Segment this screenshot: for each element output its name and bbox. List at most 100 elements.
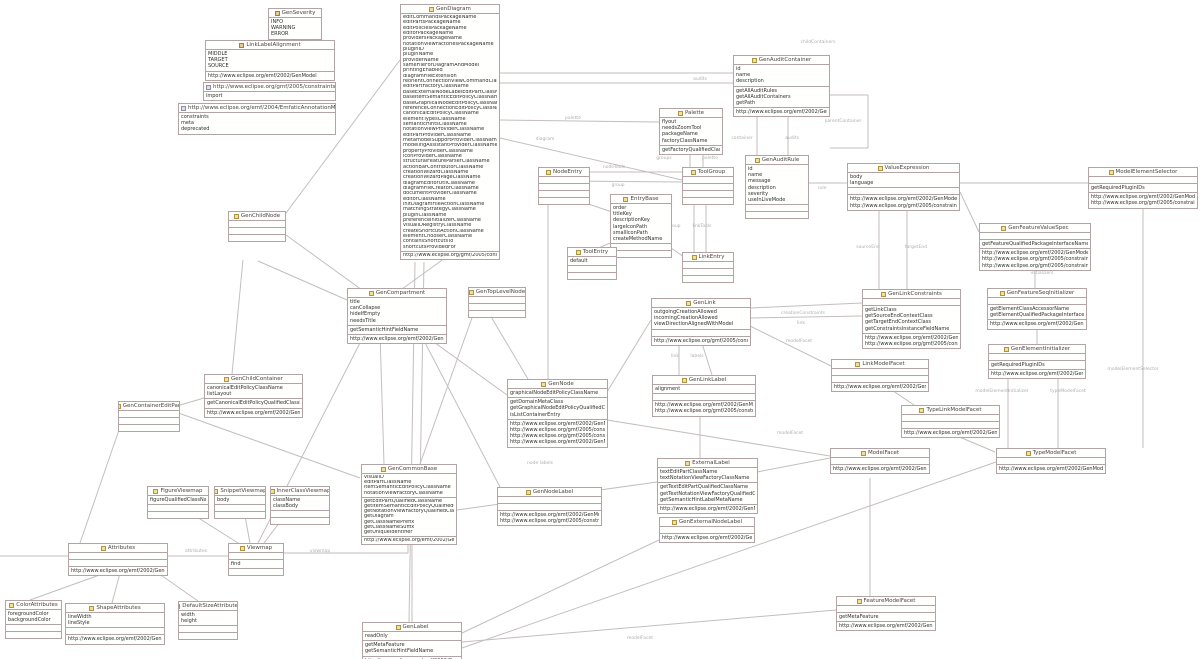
annotation-url-row: http://www.eclipse.org/emf/2002/GenModel: [982, 250, 1088, 257]
compartment: http://www.eclipse.org/emf/2002/GenModel…: [848, 195, 959, 209]
compartment: [148, 505, 208, 513]
edge-label: targetEnd: [904, 245, 928, 250]
member-row: modelingAssistantProviderClassName: [403, 143, 497, 149]
class-box-genTopLevelNode[interactable]: GenTopLevelNode: [468, 287, 526, 318]
compartment: getRequiredPluginIDs: [989, 361, 1085, 371]
class-title-bar: FigureViewmap: [148, 487, 208, 496]
edge-label: viewmap: [309, 549, 331, 554]
association-edge: [257, 260, 348, 301]
association-edge: [169, 409, 361, 479]
member-row: backgroundColor: [8, 617, 51, 624]
class-box-nodeEntry[interactable]: NodeEntry: [538, 167, 590, 205]
member-row: editorPackageName: [403, 31, 454, 37]
class-box-emfaticAnnotationMap[interactable]: http://www.eclipse.org/emf/2004/EmfaticA…: [178, 103, 336, 135]
class-box-modelFacet[interactable]: ModelFacet http://www.eclipse.org/emf/200…: [830, 448, 930, 475]
compartment: [683, 269, 733, 276]
class-box-constraintsAnnotation[interactable]: http://www.eclipse.org/gmf/2005/constrai…: [203, 82, 336, 102]
member-row: find: [231, 561, 241, 567]
member-row: packageName: [662, 131, 698, 138]
edge-label: childContainers: [800, 40, 836, 45]
member-row: initDiagramFileActionClassName: [403, 202, 485, 208]
member-row: name: [748, 172, 763, 179]
annotation-url-row: http://www.eclipse.org/emf/2002/GenModel: [736, 109, 827, 116]
class-title-bar: ValueExpression: [848, 164, 959, 173]
class-title-bar: GenContainerEditPart: [119, 402, 179, 411]
member-row: name: [736, 72, 751, 79]
member-row: height: [181, 618, 197, 625]
member-row: editPartFactoryClassName: [403, 84, 469, 90]
class-title-bar: InnerClassViewmap: [271, 487, 329, 496]
compartment: http://www.eclipse.org/emf/2002/GenModel…: [863, 334, 960, 348]
member-row: meta: [181, 120, 194, 127]
class-title-bar: ModelFacet: [831, 449, 929, 458]
compartment: http://www.eclipse.org/emf/2002/GenModel: [989, 370, 1085, 378]
compartment: http://www.eclipse.org/emf/2002/GenModel: [832, 383, 928, 391]
class-box-genChildNode[interactable]: GenChildNode: [228, 211, 286, 242]
member-row: outgoingCreationAllowed: [654, 309, 717, 315]
annotation-url-row: http://www.eclipse.org/emf/2002/GenModel: [364, 538, 454, 544]
class-title-bar: Palette: [660, 109, 722, 118]
compartment: getRequiredPluginIDs: [1089, 184, 1197, 194]
member-row: smallIconPath: [613, 229, 648, 236]
class-box-figureViewmap[interactable]: FigureViewmapfigureQualifiedClassName: [147, 486, 209, 520]
class-title-bar: http://www.eclipse.org/emf/2004/EmfaticA…: [179, 104, 335, 113]
member-row: reorientConnectionViewCommandClassName: [403, 79, 497, 85]
annotation-url-row: http://www.eclipse.org/gmf/2005/constrai…: [403, 253, 497, 259]
compartment: default: [568, 257, 616, 267]
annotation-url-row: http://www.eclipse.org/emf/2002/GenModel: [350, 336, 444, 343]
member-row: severity: [748, 190, 769, 197]
class-box-linkEntry[interactable]: LinkEntry: [682, 252, 734, 283]
compartment: [271, 518, 329, 524]
compartment: [683, 198, 733, 204]
association-edge: [756, 457, 831, 473]
compartment: http://www.eclipse.org/emf/2002/GenModel: [831, 465, 929, 473]
association-edge: [489, 314, 529, 380]
class-box-genContainerEditPart[interactable]: GenContainerEditPart: [118, 401, 180, 432]
class-icon: [685, 460, 691, 466]
compartment: [179, 626, 237, 634]
compartment: [119, 418, 179, 425]
member-row: getAllAuditContainers: [736, 93, 791, 100]
annotation-url-row: http://www.eclipse.org/gmf/2005/constrai…: [655, 408, 753, 415]
compartment: [6, 632, 61, 638]
edge-label: linkTools: [692, 224, 712, 229]
member-row: ERROR: [271, 31, 289, 38]
class-box-toolGroup[interactable]: ToolGroup: [682, 167, 734, 205]
member-row: visualID: [364, 475, 384, 480]
